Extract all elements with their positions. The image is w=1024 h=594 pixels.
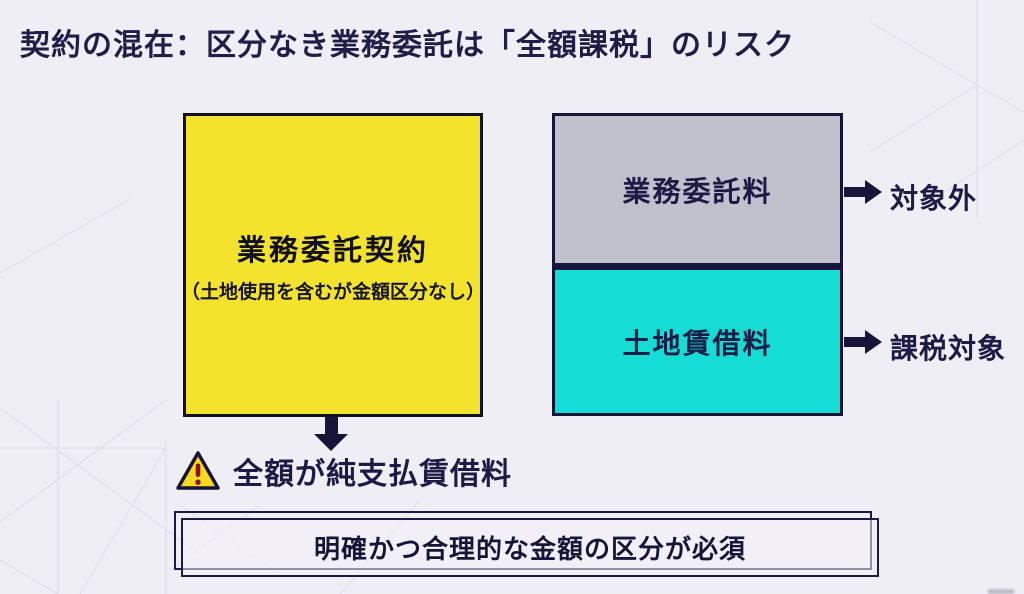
contract-box-label: 業務委託契約 bbox=[236, 234, 429, 267]
result-label-exempt: 対象外 bbox=[890, 183, 978, 214]
right-arrow-stem bbox=[844, 187, 865, 197]
right-arrow-head bbox=[865, 330, 882, 354]
page-footer-mark bbox=[988, 589, 1014, 594]
split-top-segment: 業務委託料 bbox=[555, 116, 840, 263]
warning-text: 全額が純支払賃借料 bbox=[233, 458, 512, 491]
right-arrow-head bbox=[865, 180, 882, 204]
page-title: 契約の混在：区分なき業務委託は「全額課税」のリスク bbox=[20, 29, 795, 62]
contract-box: 業務委託契約 （土地使用を含むが金額区分なし） bbox=[181, 113, 486, 417]
split-bottom-segment: 土地賃借料 bbox=[555, 270, 840, 413]
right-arrow-stem bbox=[844, 337, 865, 347]
right-arrow-icon-top bbox=[844, 180, 882, 204]
result-label-taxable: 課税対象 bbox=[890, 333, 1007, 364]
split-bottom-label: 土地賃借料 bbox=[622, 327, 773, 359]
conclusion-box-inner-border bbox=[181, 518, 879, 577]
split-divider bbox=[555, 263, 840, 270]
warning-note: 全額が純支払賃借料 bbox=[175, 449, 512, 493]
split-top-label: 業務委託料 bbox=[622, 175, 773, 207]
down-arrow-stem bbox=[325, 417, 338, 435]
conclusion-text: 明確かつ合理的な金額の区分が必須 bbox=[313, 534, 746, 564]
split-box: 業務委託料 土地賃借料 bbox=[552, 113, 843, 416]
warning-triangle-icon bbox=[176, 451, 220, 490]
right-arrow-icon-bottom bbox=[844, 330, 882, 354]
contract-box-sublabel: （土地使用を含むが金額区分なし） bbox=[181, 281, 486, 303]
down-arrow-head bbox=[314, 434, 348, 451]
